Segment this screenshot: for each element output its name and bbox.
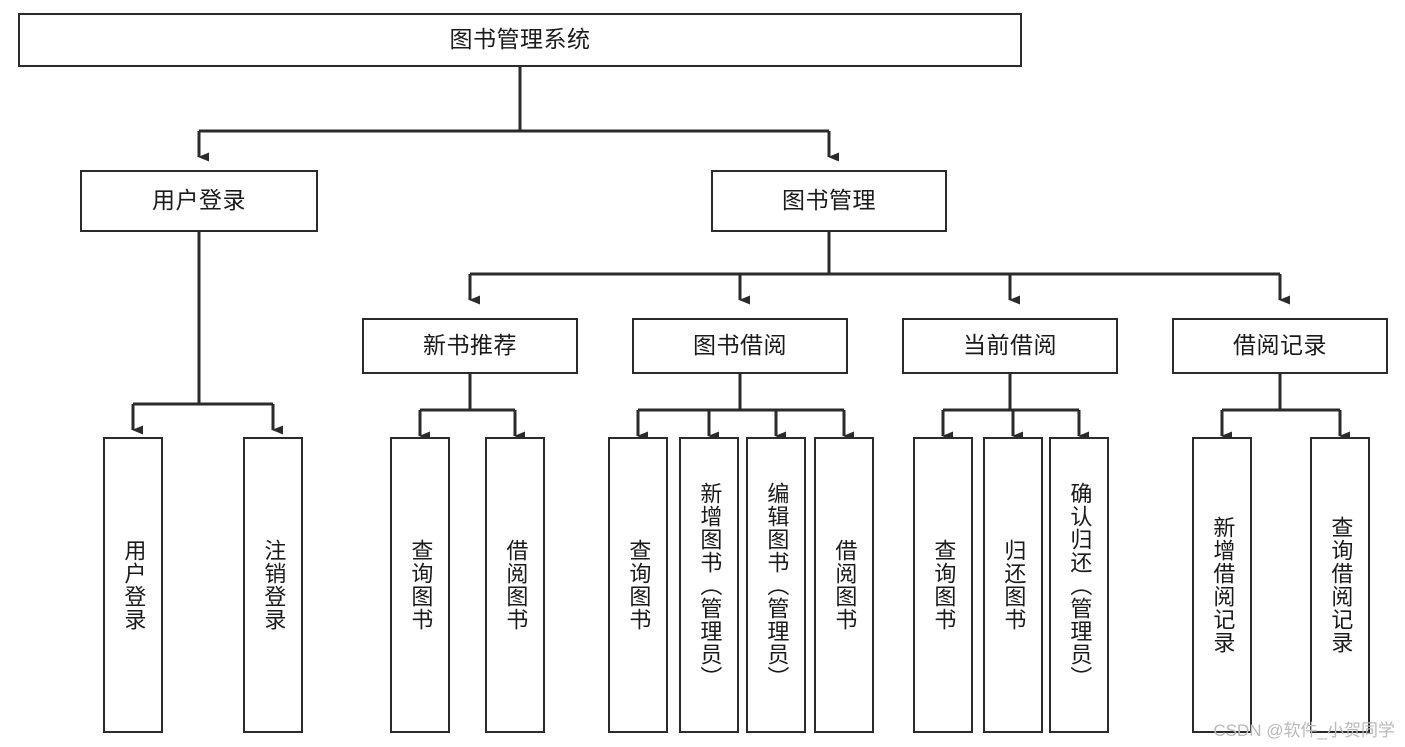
- node-label-leaf-query-record: 查询借阅记录: [1328, 516, 1354, 654]
- node-label-leaf-query-book-rec: 查询图书: [408, 539, 434, 631]
- node-label-leaf-borrow-book-rec: 借阅图书: [503, 539, 529, 631]
- node-label-book-manage: 图书管理: [782, 187, 876, 214]
- node-label-new-book-rec: 新书推荐: [423, 332, 517, 359]
- node-leaf-query-book-cur[interactable]: 查询图书: [913, 437, 973, 733]
- node-leaf-confirm-return[interactable]: 确认归还（管理员）: [1049, 437, 1109, 733]
- node-borrow-record[interactable]: 借阅记录: [1172, 318, 1388, 374]
- node-label-leaf-add-book: 新增图书（管理员）: [697, 481, 723, 689]
- node-leaf-return-book[interactable]: 归还图书: [983, 437, 1043, 733]
- node-label-root: 图书管理系统: [449, 26, 591, 53]
- node-book-borrow[interactable]: 图书借阅: [632, 318, 848, 374]
- node-book-manage[interactable]: 图书管理: [711, 170, 947, 232]
- node-leaf-query-record[interactable]: 查询借阅记录: [1310, 437, 1370, 733]
- node-label-leaf-confirm-return: 确认归还（管理员）: [1067, 481, 1093, 689]
- node-label-leaf-user-login: 用户登录: [121, 539, 147, 631]
- node-leaf-query-book-rec[interactable]: 查询图书: [390, 437, 450, 733]
- node-leaf-borrow-book-rec[interactable]: 借阅图书: [485, 437, 545, 733]
- node-root[interactable]: 图书管理系统: [18, 13, 1022, 67]
- node-current-borrow[interactable]: 当前借阅: [902, 318, 1118, 374]
- node-user-login[interactable]: 用户登录: [80, 170, 318, 232]
- node-leaf-add-book[interactable]: 新增图书（管理员）: [679, 437, 739, 733]
- node-label-leaf-query-book-cur: 查询图书: [931, 539, 957, 631]
- watermark-label: CSDN @软件_小贺同学: [1213, 721, 1395, 740]
- node-label-leaf-user-logout: 注销登录: [261, 539, 287, 631]
- connector-group: [131, 67, 1350, 441]
- node-leaf-query-book[interactable]: 查询图书: [608, 437, 668, 733]
- node-label-user-login: 用户登录: [152, 187, 246, 214]
- node-label-leaf-return-book: 归还图书: [1001, 539, 1027, 631]
- node-label-borrow-record: 借阅记录: [1233, 332, 1327, 359]
- node-new-book-rec[interactable]: 新书推荐: [362, 318, 578, 374]
- node-label-current-borrow: 当前借阅: [963, 332, 1057, 359]
- node-leaf-borrow-book[interactable]: 借阅图书: [814, 437, 874, 733]
- node-label-book-borrow: 图书借阅: [693, 332, 787, 359]
- node-leaf-add-record[interactable]: 新增借阅记录: [1192, 437, 1252, 733]
- node-leaf-user-login[interactable]: 用户登录: [103, 437, 163, 733]
- node-label-leaf-add-record: 新增借阅记录: [1210, 516, 1236, 654]
- node-label-leaf-query-book: 查询图书: [626, 539, 652, 631]
- node-leaf-user-logout[interactable]: 注销登录: [243, 437, 303, 733]
- node-label-leaf-edit-book: 编辑图书（管理员）: [764, 481, 790, 689]
- node-leaf-edit-book[interactable]: 编辑图书（管理员）: [746, 437, 806, 733]
- node-label-leaf-borrow-book: 借阅图书: [832, 539, 858, 631]
